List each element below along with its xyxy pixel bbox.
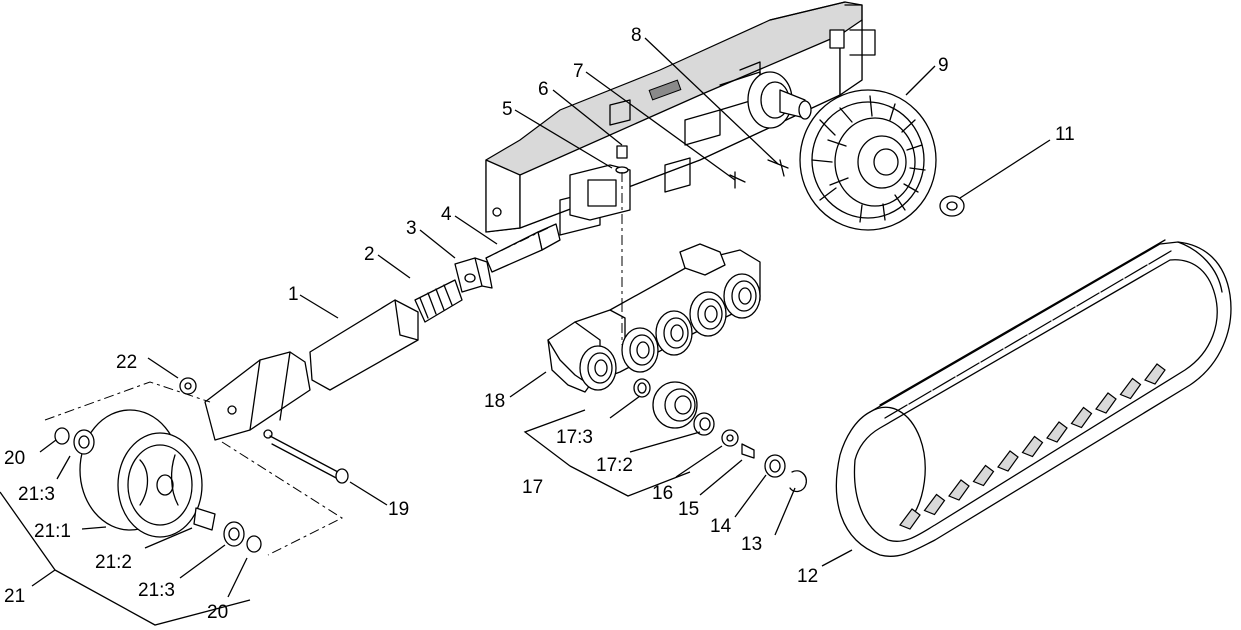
callout-20-right: 20 <box>207 602 228 623</box>
callout-22: 22 <box>116 352 137 373</box>
callout-12: 12 <box>797 566 818 587</box>
rubber-track <box>835 239 1232 557</box>
callout-19: 19 <box>388 499 409 520</box>
callout-21-1: 21:1 <box>34 521 71 542</box>
drive-hub <box>747 71 812 129</box>
callout-21: 21 <box>4 586 25 607</box>
callout-21-2: 21:2 <box>95 552 132 573</box>
track-lug <box>1046 421 1068 443</box>
callout-1: 1 <box>288 284 299 305</box>
tensioner-assembly <box>204 223 561 441</box>
phantom-lines <box>44 227 623 556</box>
callout-13: 13 <box>741 534 762 555</box>
track-lug <box>997 450 1019 472</box>
leader-lines <box>0 37 1051 626</box>
roller-axle-parts <box>633 378 807 493</box>
track-tread-line <box>980 348 1004 363</box>
track-lug <box>1119 377 1142 400</box>
track-lugs <box>884 250 1172 530</box>
track-lug <box>1070 406 1093 429</box>
callout-3: 3 <box>406 218 417 239</box>
track-tread-line <box>1148 250 1172 265</box>
callout-16: 16 <box>652 483 673 504</box>
track-tread-line <box>1052 306 1076 321</box>
roller-wheels <box>579 273 761 391</box>
callout-15: 15 <box>678 499 699 520</box>
track-tread-line <box>932 376 956 391</box>
callout-9: 9 <box>938 55 949 76</box>
callout-4: 4 <box>441 204 452 225</box>
pin-parts <box>729 159 789 189</box>
callout-labels: 1 2 3 4 5 6 7 8 9 11 12 13 14 15 16 17:2… <box>4 25 1075 623</box>
track-lug <box>1095 392 1117 414</box>
track-tread-line <box>1076 292 1100 307</box>
track-tread-line <box>1028 320 1052 335</box>
callout-17-3: 17:3 <box>556 427 593 448</box>
callout-2: 2 <box>364 244 375 265</box>
roller-wheel <box>723 273 761 319</box>
roller-wheel <box>655 310 693 356</box>
track-tread-line <box>1124 264 1148 279</box>
track-lug <box>1021 435 1044 458</box>
callout-21-3-upper: 21:3 <box>18 484 55 505</box>
track-tread-line <box>884 404 908 419</box>
hex-nut <box>939 195 965 217</box>
track-tread-line <box>1004 334 1028 349</box>
roller-wheel <box>689 291 727 337</box>
track-tread-line <box>908 390 932 405</box>
roller-wheel <box>579 345 617 391</box>
track-lug <box>899 508 921 530</box>
callout-18: 18 <box>484 391 505 412</box>
track-tread-line <box>1100 278 1124 293</box>
callout-8: 8 <box>631 25 642 46</box>
roller-wheel <box>621 327 659 373</box>
drive-sprocket <box>799 89 937 231</box>
track-lug <box>948 479 970 501</box>
callout-21-3-lower: 21:3 <box>138 580 175 601</box>
idler-wheel <box>54 409 262 553</box>
track-lug <box>1144 363 1166 385</box>
callout-20-left: 20 <box>4 448 25 469</box>
callout-6: 6 <box>538 79 549 100</box>
callout-11: 11 <box>1055 124 1075 145</box>
track-lug <box>972 464 995 487</box>
callout-5: 5 <box>502 99 513 120</box>
callout-14: 14 <box>710 516 732 537</box>
bolt-19 <box>269 435 349 484</box>
track-lug <box>923 493 946 516</box>
callout-7: 7 <box>573 61 584 82</box>
callout-17-2: 17:2 <box>596 455 633 476</box>
callout-17: 17 <box>522 477 543 498</box>
nut-22 <box>179 377 197 395</box>
track-tread-line <box>956 362 980 377</box>
